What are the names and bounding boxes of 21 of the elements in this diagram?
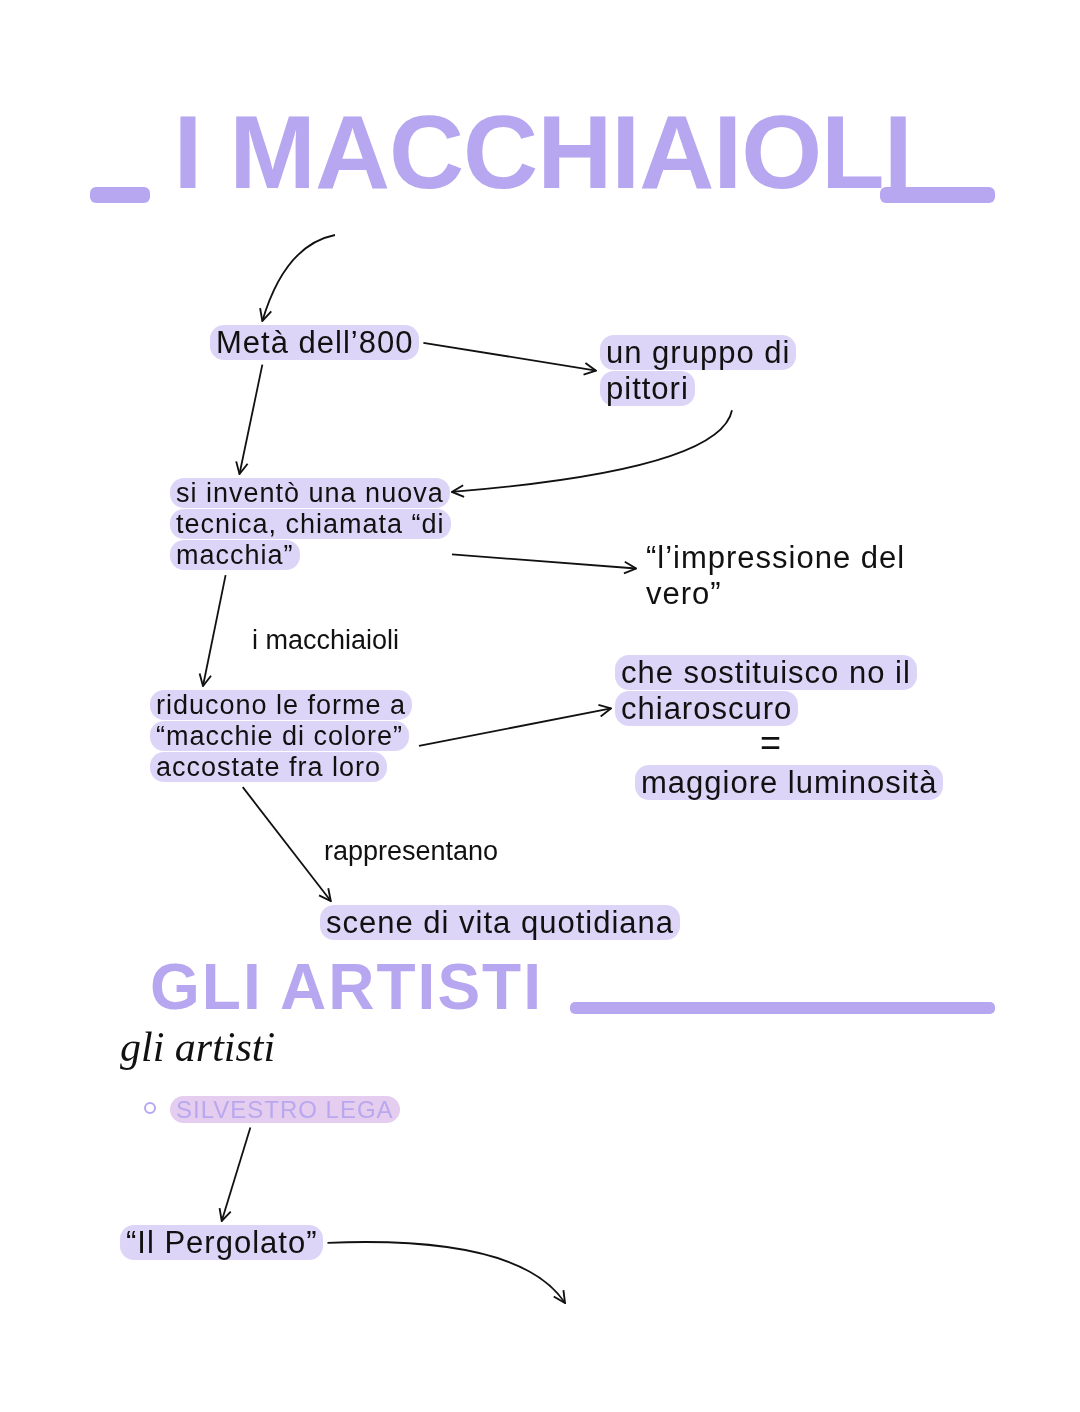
arrow <box>451 553 637 575</box>
arrow <box>198 574 227 687</box>
node-text: scene di vita quotidiana <box>320 905 680 941</box>
node-text: maggiore luminosità <box>635 765 944 801</box>
handwritten-heading: gli artisti <box>120 1024 276 1071</box>
arrow <box>451 409 733 498</box>
node-text: “Il Pergolato” <box>120 1225 324 1261</box>
arrow <box>418 704 612 747</box>
node-text: riducono le forme a “macchie di colore” accostate fra loro <box>150 690 415 784</box>
node-text: “l’impressione del vero” <box>640 540 940 612</box>
arrow <box>241 786 332 902</box>
node-text: si inventò una nuova tecnica, chiamata “di macchia” <box>170 478 448 572</box>
arrow <box>218 1126 252 1222</box>
arrow <box>235 363 264 475</box>
equals-sign: = <box>760 722 782 764</box>
title: I MACCHIAIOLI <box>90 95 995 210</box>
section-heading: GLI ARTISTI <box>150 950 995 1024</box>
arrow <box>326 1241 566 1304</box>
arrow <box>259 234 336 322</box>
node-text: Metà dell’800 <box>210 325 420 361</box>
arrow <box>422 341 597 376</box>
